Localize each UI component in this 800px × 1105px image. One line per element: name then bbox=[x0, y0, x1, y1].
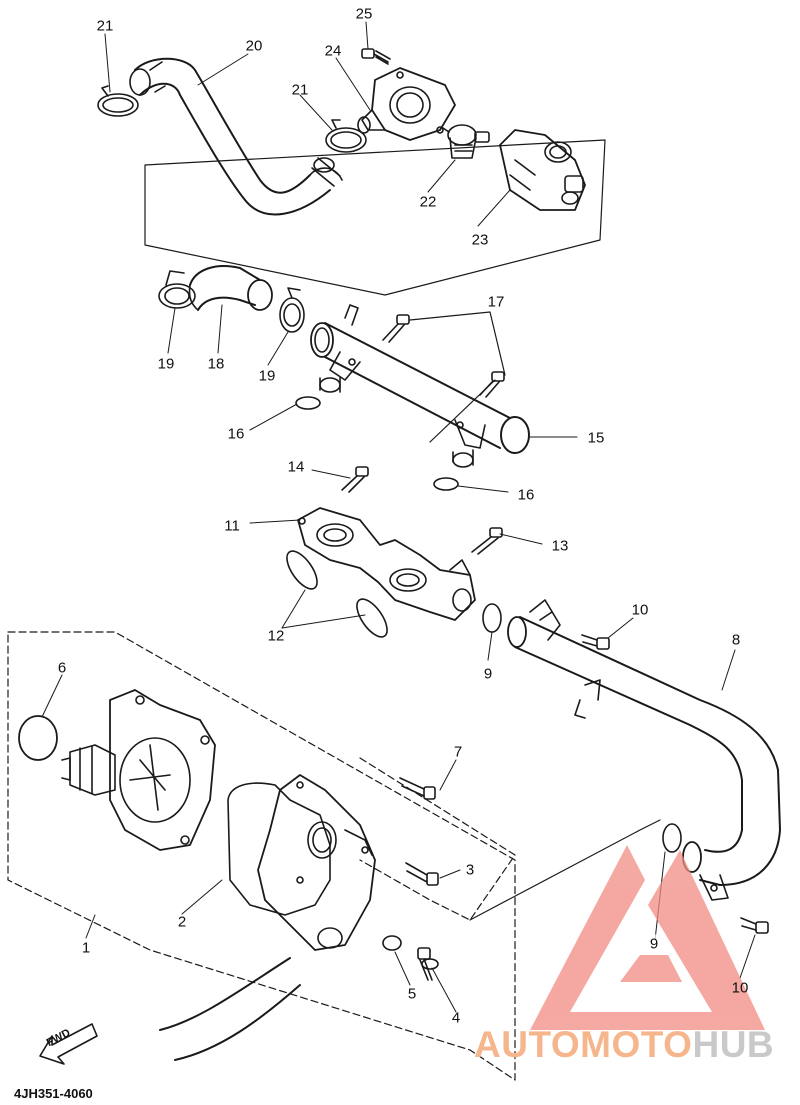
fwd-arrow-icon bbox=[39, 1023, 98, 1065]
part-13-bolt bbox=[471, 527, 503, 555]
label-7: 7 bbox=[453, 743, 463, 761]
label-17: 17 bbox=[487, 293, 505, 311]
part-10-bolt-lower bbox=[740, 917, 769, 934]
outline-pipe-link bbox=[469, 819, 661, 921]
label-4: 4 bbox=[451, 1009, 461, 1027]
leader-lines bbox=[41, 21, 756, 1013]
label-19-right: 19 bbox=[258, 367, 276, 385]
label-21-top: 21 bbox=[96, 17, 114, 35]
watermark-part-2: HUB bbox=[692, 1024, 775, 1065]
label-6: 6 bbox=[57, 659, 67, 677]
outline-pump-inner bbox=[359, 757, 516, 921]
label-22: 22 bbox=[419, 193, 437, 211]
part-14-bolt bbox=[341, 466, 369, 493]
part-25-bolt bbox=[361, 48, 391, 65]
part-21-clamp-middle bbox=[325, 119, 367, 153]
part-24-thermostat-cover bbox=[357, 67, 456, 141]
part-6-o-ring bbox=[18, 715, 58, 761]
part-16-o-ring-upper bbox=[295, 396, 321, 410]
label-19-left: 19 bbox=[157, 355, 175, 373]
part-23-thermostat-housing bbox=[499, 129, 586, 211]
part-20-hose bbox=[129, 57, 343, 216]
watermark-part-1: AUTOMOTO bbox=[474, 1024, 693, 1065]
label-8: 8 bbox=[731, 631, 741, 649]
part-11-joint-manifold bbox=[297, 507, 476, 621]
watermark-text: AUTOMOTOHUB bbox=[474, 1024, 774, 1066]
outline-water-pump-assembly bbox=[7, 631, 516, 1081]
label-25: 25 bbox=[355, 5, 373, 23]
label-15: 15 bbox=[587, 429, 605, 447]
automotohub-logo-icon bbox=[530, 845, 765, 1030]
label-10-upper: 10 bbox=[631, 601, 649, 619]
label-20: 20 bbox=[245, 37, 263, 55]
part-19-clamp-left bbox=[158, 270, 196, 309]
part-18-hose bbox=[188, 265, 273, 311]
label-9-upper: 9 bbox=[483, 665, 493, 683]
part-4-bolt bbox=[417, 947, 439, 981]
label-10-lower: 10 bbox=[731, 979, 749, 997]
part-19-clamp-right bbox=[279, 287, 305, 333]
part-9-o-ring-upper bbox=[482, 603, 502, 633]
label-13: 13 bbox=[551, 537, 569, 555]
label-24: 24 bbox=[324, 42, 342, 60]
part-16-o-ring-lower bbox=[433, 477, 459, 491]
label-18: 18 bbox=[207, 355, 225, 373]
label-23: 23 bbox=[471, 231, 489, 249]
label-2: 2 bbox=[177, 913, 187, 931]
label-16-lower: 16 bbox=[517, 486, 535, 504]
label-12: 12 bbox=[267, 627, 285, 645]
part-8-water-pipe bbox=[507, 599, 781, 901]
label-16-upper: 16 bbox=[227, 425, 245, 443]
part-water-pump-housing bbox=[257, 774, 376, 951]
part-22-thermostat bbox=[442, 124, 490, 159]
part-15-water-pipe bbox=[310, 304, 530, 468]
part-17-bolts bbox=[382, 311, 506, 443]
label-1: 1 bbox=[81, 939, 91, 957]
label-9-lower: 9 bbox=[649, 935, 659, 953]
label-21-middle: 21 bbox=[291, 81, 309, 99]
part-21-clamp-top bbox=[97, 85, 139, 117]
part-water-pump-impeller bbox=[61, 689, 216, 851]
outline-thermostat-group bbox=[144, 139, 606, 296]
part-12-gasket-lower bbox=[356, 598, 388, 638]
part-3-bolt bbox=[405, 862, 439, 886]
part-7-bolt bbox=[399, 777, 436, 800]
part-2-gasket bbox=[227, 782, 331, 916]
part-10-bolt-upper bbox=[581, 634, 610, 650]
part-9-o-ring-lower bbox=[662, 823, 682, 853]
label-5: 5 bbox=[407, 985, 417, 1003]
label-3: 3 bbox=[465, 861, 475, 879]
diagram-code: 4JH351-4060 bbox=[14, 1086, 93, 1101]
label-14: 14 bbox=[287, 458, 305, 476]
label-11: 11 bbox=[224, 517, 240, 535]
part-12-gasket-upper bbox=[286, 550, 318, 590]
part-5-washer bbox=[382, 935, 402, 951]
part-lower-hose bbox=[159, 957, 301, 1061]
